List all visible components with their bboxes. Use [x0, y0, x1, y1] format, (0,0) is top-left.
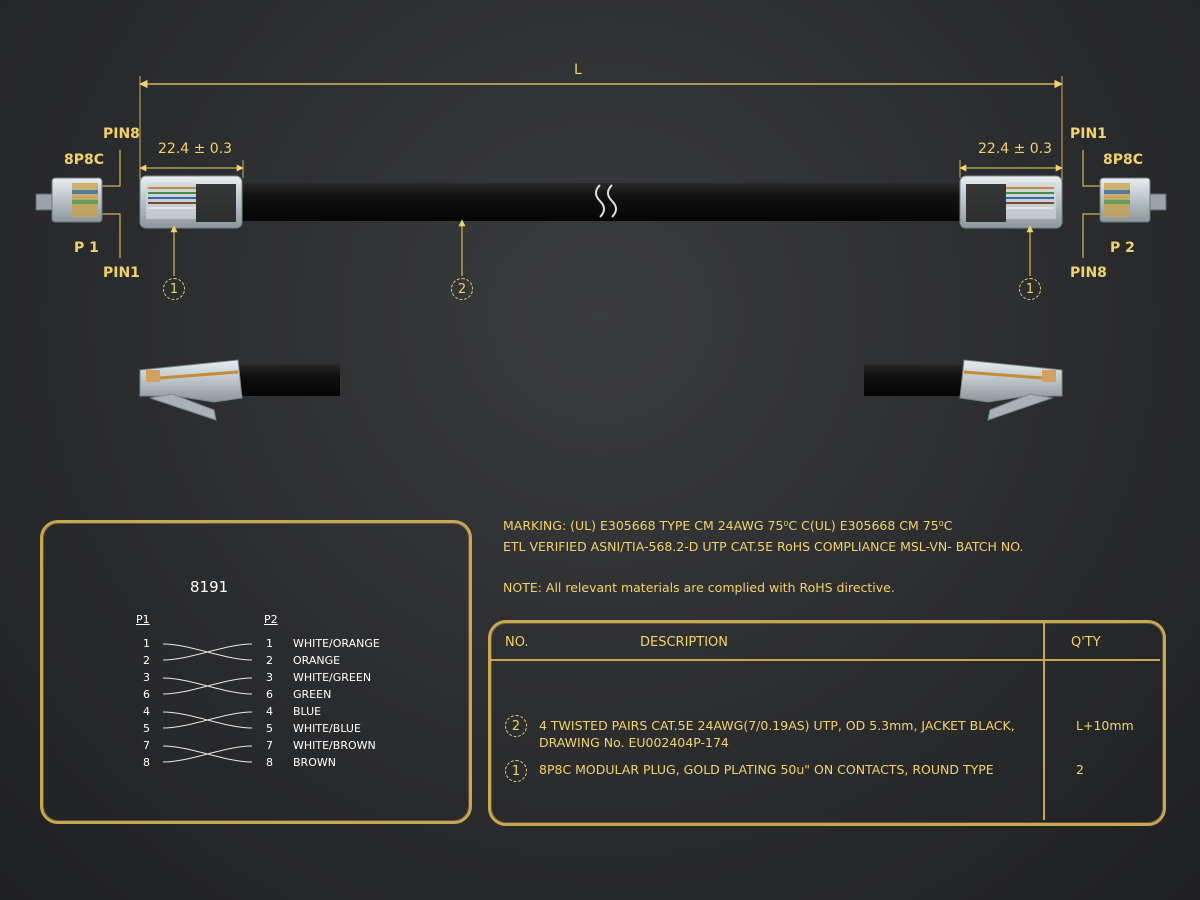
bom-row-1-no: 2	[505, 715, 527, 737]
left-connector-label: 8P8C	[64, 152, 105, 168]
marking-line-2: ETL VERIFIED ASNI/TIA-568.2-D UTP CAT.5E…	[503, 539, 1024, 554]
right-side-view-plug	[864, 359, 1063, 421]
callout-left: 1	[163, 278, 185, 300]
bom-table	[488, 620, 1166, 826]
bom-header-description: DESCRIPTION	[640, 635, 728, 650]
right-plug-label: P 2	[1110, 240, 1135, 256]
wiring-color: ORANGE	[293, 654, 341, 667]
bom-header-qty: Q'TY	[1071, 635, 1101, 650]
wiring-p2-pin: 6	[266, 688, 273, 701]
wiring-p1-pin: 4	[143, 705, 150, 718]
right-pin-top-label: PIN1	[1070, 126, 1107, 142]
length-label: L	[574, 62, 582, 78]
left-end-view-connector	[35, 177, 103, 223]
right-tolerance-label: 22.4 ± 0.3	[978, 141, 1053, 157]
wiring-p2-pin: 8	[266, 756, 273, 769]
wiring-color: WHITE/GREEN	[293, 671, 372, 684]
bom-row-1-qty: L+10mm	[1076, 718, 1134, 733]
wiring-p1-pin: 5	[143, 722, 150, 735]
wiring-p1-pin: 1	[143, 637, 150, 650]
right-modular-plug	[959, 175, 1063, 229]
wiring-color: BROWN	[293, 756, 336, 769]
callout-right: 1	[1019, 278, 1041, 300]
left-side-view-plug	[139, 359, 340, 421]
left-modular-plug	[139, 175, 243, 229]
wiring-p1-pin: 7	[143, 739, 150, 752]
left-plug-label: P 1	[74, 240, 99, 256]
bom-row-2-no: 1	[505, 760, 527, 782]
wiring-color: WHITE/ORANGE	[293, 637, 380, 650]
wiring-title: 8191	[190, 578, 229, 596]
wiring-p2-pin: 5	[266, 722, 273, 735]
bom-row-1-description-2: DRAWING No. EU002404P-174	[539, 735, 729, 750]
p2-header: P2	[264, 613, 278, 626]
wiring-color: WHITE/BROWN	[293, 739, 376, 752]
twisted-pair-symbols	[162, 643, 253, 763]
bom-row-2-qty: 2	[1076, 762, 1084, 777]
bom-row-1-description: 4 TWISTED PAIRS CAT.5E 24AWG(7/0.19AS) U…	[539, 718, 1015, 733]
wiring-p1-pin: 8	[143, 756, 150, 769]
bom-header-no: NO.	[505, 635, 529, 650]
wiring-p2-pin: 7	[266, 739, 273, 752]
bom-row-2-description: 8P8C MODULAR PLUG, GOLD PLATING 50u" ON …	[539, 762, 994, 777]
right-pin-bottom-label: PIN8	[1070, 265, 1107, 281]
wiring-p1-pin: 3	[143, 671, 150, 684]
wiring-color: BLUE	[293, 705, 322, 718]
wiring-p2-pin: 4	[266, 705, 273, 718]
wiring-p2-pin: 2	[266, 654, 273, 667]
wiring-p1-pin: 6	[143, 688, 150, 701]
left-pin-bottom-label: PIN1	[103, 265, 140, 281]
wiring-p1-pin: 2	[143, 654, 150, 667]
marking-line-1: MARKING: (UL) E305668 TYPE CM 24AWG 75⁰C…	[503, 518, 953, 533]
p1-header: P1	[136, 613, 150, 626]
left-tolerance-label: 22.4 ± 0.3	[158, 141, 233, 157]
rohs-note: NOTE: All relevant materials are complie…	[503, 580, 895, 595]
wiring-color: GREEN	[293, 688, 332, 701]
wiring-p2-pin: 1	[266, 637, 273, 650]
wiring-p2-pin: 3	[266, 671, 273, 684]
wiring-color: WHITE/BLUE	[293, 722, 361, 735]
callout-middle: 2	[451, 278, 473, 300]
wiring-panel	[40, 520, 472, 824]
right-end-view-connector	[1099, 177, 1167, 223]
right-connector-label: 8P8C	[1103, 152, 1144, 168]
left-pin-top-label: PIN8	[103, 126, 140, 142]
